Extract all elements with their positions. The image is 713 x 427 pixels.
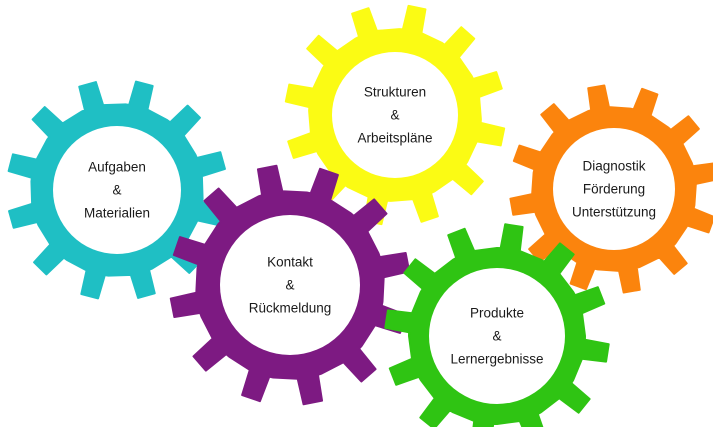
gear-center xyxy=(553,128,675,250)
gear-produkte xyxy=(384,223,610,427)
gear-kontakt xyxy=(169,164,411,406)
gear-center xyxy=(53,126,181,254)
gear-aufgaben xyxy=(7,80,227,300)
gear-center xyxy=(429,268,565,404)
gear-diagnostik xyxy=(509,84,713,294)
gear-strukturen xyxy=(284,4,506,226)
gear-center xyxy=(220,215,360,355)
gear-center xyxy=(332,52,458,178)
